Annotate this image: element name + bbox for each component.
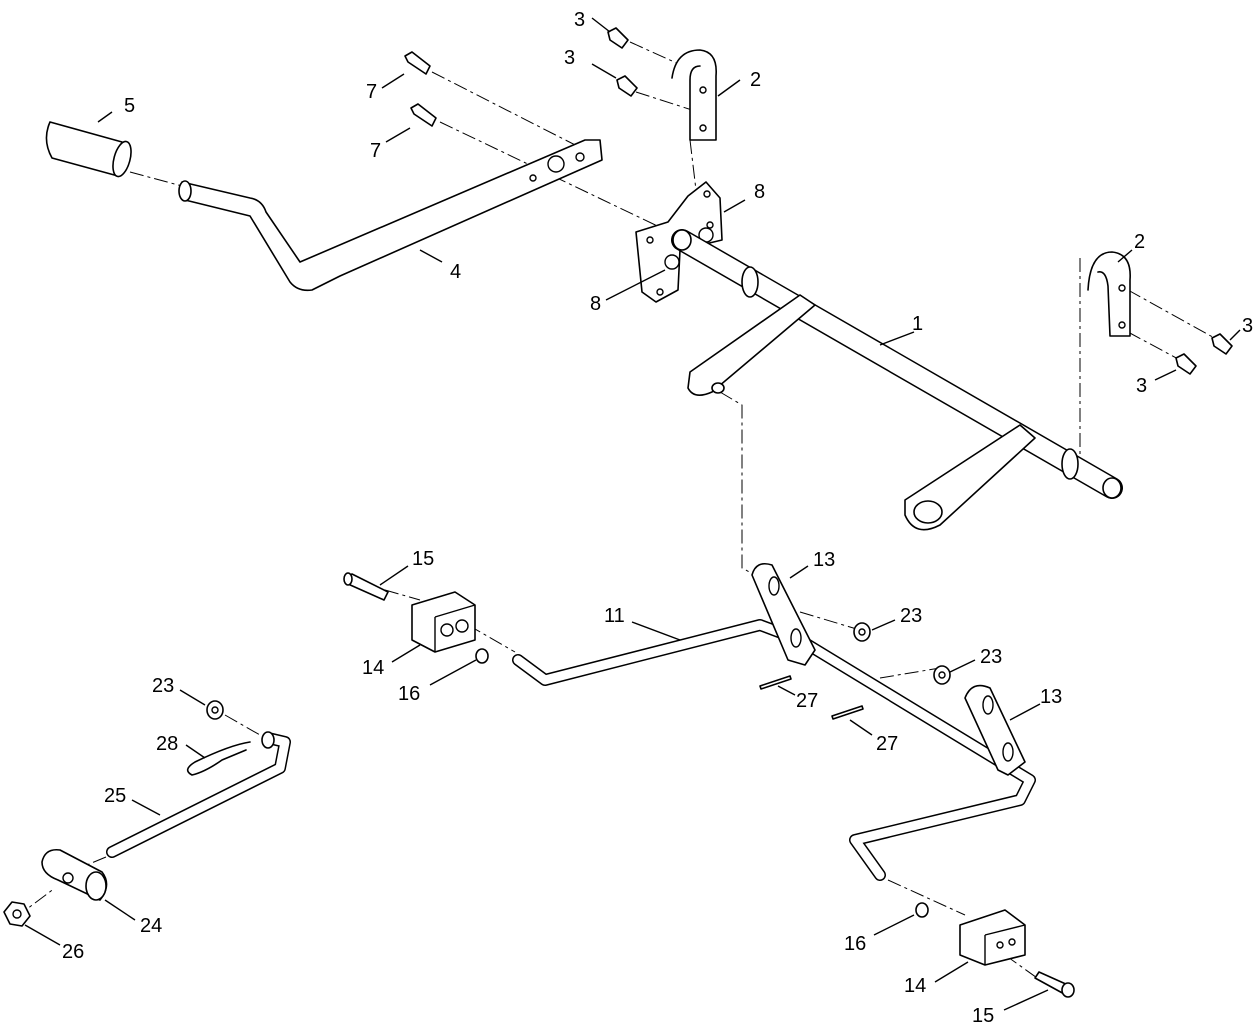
handle-grip xyxy=(45,121,132,178)
callout-3-right-lower: 3 xyxy=(1136,375,1147,397)
callout-27-lower: 27 xyxy=(876,733,898,755)
callout-14-upper: 14 xyxy=(362,657,384,679)
callout-8-lower: 8 xyxy=(590,293,601,315)
callout-14-lower: 14 xyxy=(904,975,926,997)
callout-7-lower: 7 xyxy=(370,140,381,162)
link-plate-right xyxy=(964,684,1026,776)
hook-bracket-upper xyxy=(671,49,717,141)
callout-2-right: 2 xyxy=(1134,231,1145,253)
callout-15-upper: 15 xyxy=(412,548,434,570)
callout-2-upper: 2 xyxy=(750,69,761,91)
callout-23-left: 23 xyxy=(152,675,174,697)
callout-26: 26 xyxy=(62,941,84,963)
callout-28: 28 xyxy=(156,733,178,755)
assembly-lines xyxy=(14,41,1219,981)
callout-1: 1 xyxy=(912,313,923,335)
callout-4: 4 xyxy=(450,261,461,283)
callout-13-left: 13 xyxy=(813,549,835,571)
sleeve xyxy=(41,848,108,901)
callout-24: 24 xyxy=(140,915,162,937)
lever-arm xyxy=(178,139,603,292)
callout-5: 5 xyxy=(124,95,135,117)
bolts xyxy=(404,27,1233,375)
callout-3-top: 3 xyxy=(574,9,585,31)
callout-15-lower: 15 xyxy=(972,1005,994,1027)
leader-lines xyxy=(24,17,1241,1011)
hairpin-clip xyxy=(186,741,251,776)
callout-16-lower: 16 xyxy=(844,933,866,955)
callout-3-right: 3 xyxy=(1242,315,1253,337)
pivot-block-upper xyxy=(411,591,476,653)
cross-shaft xyxy=(671,229,1123,531)
pivot-block-lower xyxy=(959,909,1026,966)
lower-rod xyxy=(512,619,1036,881)
hardware xyxy=(206,572,1075,998)
callout-25: 25 xyxy=(104,785,126,807)
link-plate-left xyxy=(751,562,816,666)
callout-27-upper: 27 xyxy=(796,690,818,712)
callout-11: 11 xyxy=(604,605,625,627)
callout-13-right: 13 xyxy=(1040,686,1062,708)
callout-7-upper: 7 xyxy=(366,81,377,103)
callout-8-upper: 8 xyxy=(754,181,765,203)
callout-16-upper: 16 xyxy=(398,683,420,705)
lock-nut xyxy=(3,901,31,927)
callout-23-right: 23 xyxy=(980,646,1002,668)
hook-bracket-right xyxy=(1087,251,1131,337)
callout-3-upper: 3 xyxy=(564,47,575,69)
callout-labels: 1 2 2 3 3 3 3 4 5 7 7 8 8 11 13 13 14 14… xyxy=(62,9,1253,1027)
callout-23-center: 23 xyxy=(900,605,922,627)
adjust-rod xyxy=(106,731,291,858)
